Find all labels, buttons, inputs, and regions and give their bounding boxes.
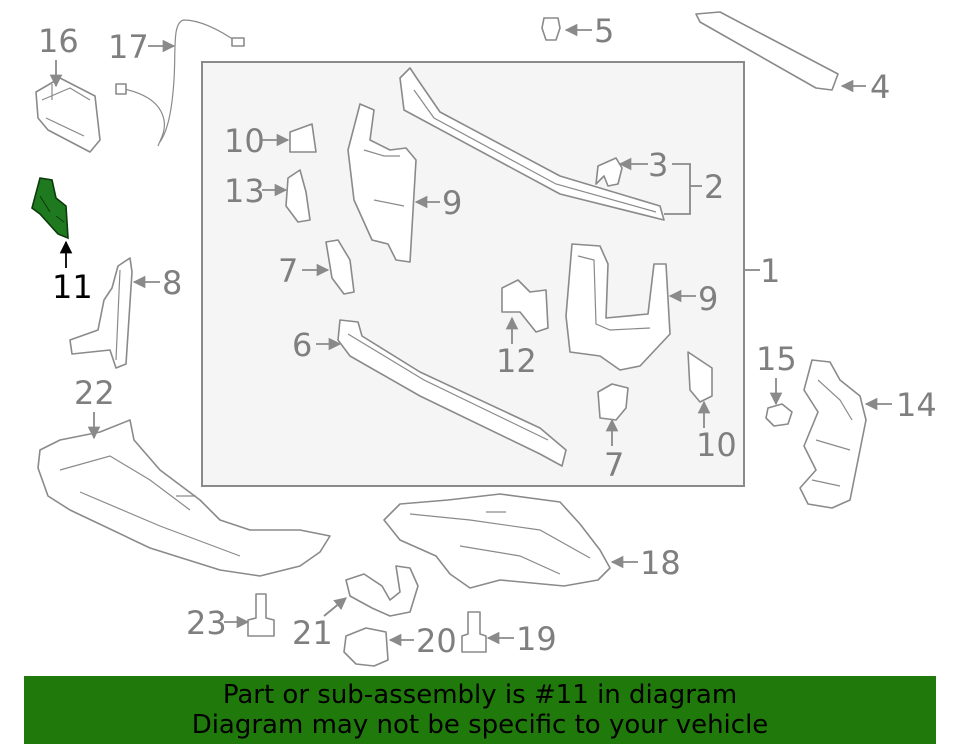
part-10-upper-plate[interactable] xyxy=(289,123,317,153)
callout-5-group: 5 xyxy=(564,12,614,50)
callout-7b-group: 7 xyxy=(604,418,624,484)
part-4-seal-strip[interactable] xyxy=(695,11,839,91)
callout-15-group: 15 xyxy=(756,340,797,406)
callout-23-group: 23 xyxy=(186,604,250,642)
part-2-upper-support[interactable] xyxy=(399,67,665,221)
part-13-bracket[interactable] xyxy=(285,169,311,223)
callout-12-group: 12 xyxy=(496,316,537,380)
callout-10a: 10 xyxy=(224,122,265,160)
part-info-banner: Part or sub-assembly is #11 in diagram D… xyxy=(24,676,936,744)
callout-18: 18 xyxy=(640,544,681,582)
callout-6-group: 6 xyxy=(292,326,342,364)
callout-22-group: 22 xyxy=(74,374,115,440)
callout-21-group: 21 xyxy=(292,597,347,652)
part-10-lower-plate[interactable] xyxy=(687,351,713,403)
callout-16-group: 16 xyxy=(38,22,79,88)
callout-7b: 7 xyxy=(604,446,624,484)
part-15-push-clip[interactable] xyxy=(765,403,793,427)
part-6-lower-support[interactable] xyxy=(337,319,567,467)
callout-20-group: 20 xyxy=(388,622,457,660)
callout-9b-group: 9 xyxy=(668,280,718,318)
callout-4: 4 xyxy=(870,68,890,106)
callout-11-group: 11 xyxy=(52,240,93,306)
callout-23: 23 xyxy=(186,604,227,642)
callout-13-group: 13 xyxy=(224,172,288,210)
part-21-bracket[interactable] xyxy=(345,565,419,617)
callout-10b: 10 xyxy=(696,426,737,464)
callout-1: 1 xyxy=(760,252,780,290)
callout-18-group: 18 xyxy=(610,544,681,582)
banner-line-2: Diagram may not be specific to your vehi… xyxy=(191,710,769,740)
callout-11: 11 xyxy=(52,268,93,306)
part-20-mount[interactable] xyxy=(343,627,389,667)
part-7-upper-bracket[interactable] xyxy=(325,239,355,295)
callout-9a-group: 9 xyxy=(414,184,462,222)
banner-line-1: Part or sub-assembly is #11 in diagram xyxy=(222,680,738,710)
callout-10a-group: 10 xyxy=(224,122,290,160)
callout-19-group: 19 xyxy=(486,620,557,658)
callout-9b: 9 xyxy=(698,280,718,318)
part-14-side-duct[interactable] xyxy=(799,359,867,509)
part-19-bolt[interactable] xyxy=(461,611,487,653)
callout-6: 6 xyxy=(292,326,312,364)
part-8-support-bracket[interactable] xyxy=(69,257,133,369)
callout-7a: 7 xyxy=(278,252,298,290)
callout-4-group: 4 xyxy=(840,68,890,106)
part-16-module[interactable] xyxy=(35,77,101,153)
callout-22: 22 xyxy=(74,374,115,412)
callout-17: 17 xyxy=(108,28,149,66)
callout-8-group: 8 xyxy=(132,264,182,302)
callout-5: 5 xyxy=(594,12,614,50)
part-22-under-cover[interactable] xyxy=(37,419,331,577)
part-3-bracket[interactable] xyxy=(595,157,623,187)
callout-9a: 9 xyxy=(442,184,462,222)
callout-2-3-group: 3 2 xyxy=(618,146,724,215)
part-18-engine-under-cover[interactable] xyxy=(383,493,611,589)
part-9-lower-bracket[interactable] xyxy=(565,243,671,371)
part-9-upper-bracket[interactable] xyxy=(347,103,417,263)
callout-10b-group: 10 xyxy=(696,400,737,464)
callout-21: 21 xyxy=(292,614,333,652)
part-23-bolt[interactable] xyxy=(247,593,275,637)
callout-19: 19 xyxy=(516,620,557,658)
callout-2: 2 xyxy=(704,168,724,206)
callout-3: 3 xyxy=(648,146,668,184)
callout-14: 14 xyxy=(896,386,937,424)
callout-16: 16 xyxy=(38,22,79,60)
callout-14-group: 14 xyxy=(864,386,937,424)
callout-15: 15 xyxy=(756,340,797,378)
callout-17-group: 17 xyxy=(108,28,176,66)
callout-12: 12 xyxy=(496,342,537,380)
callout-8: 8 xyxy=(162,264,182,302)
callout-13: 13 xyxy=(224,172,265,210)
part-5-clip[interactable] xyxy=(541,17,561,41)
part-11-bracket-highlighted[interactable] xyxy=(31,177,69,240)
callout-20: 20 xyxy=(416,622,457,660)
part-7-lower-bracket[interactable] xyxy=(597,383,629,421)
part-12-bracket[interactable] xyxy=(501,279,549,333)
callout-1-group: 1 xyxy=(744,252,780,290)
callout-7a-group: 7 xyxy=(278,252,330,290)
